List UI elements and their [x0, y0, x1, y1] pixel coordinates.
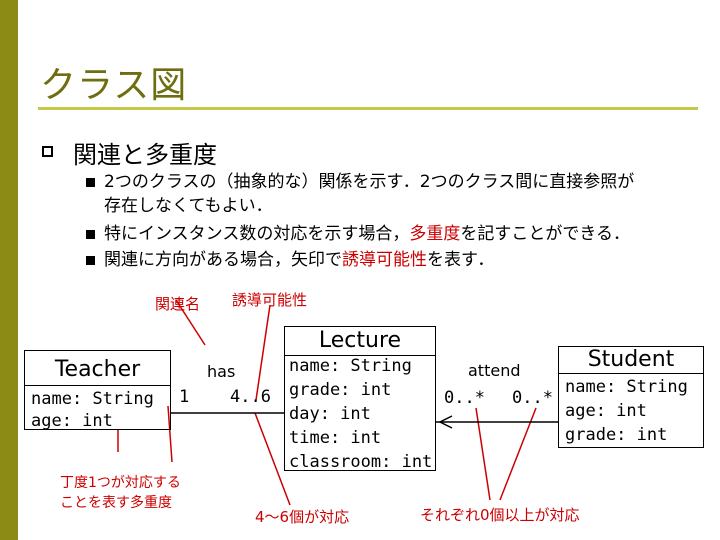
- bullet-3-post: を表す．: [427, 250, 495, 270]
- lecture-class-name: Lecture: [318, 328, 402, 353]
- lecture-attr-day: day: int: [289, 404, 371, 424]
- note-one-pointer: [167, 405, 173, 463]
- assoc-name-pointer: [175, 299, 206, 346]
- student-attr-age: age: int: [565, 401, 647, 421]
- note-many: それぞれ0個以上が対応: [420, 506, 580, 524]
- note-one-line-1: 丁度1つが対応する: [60, 475, 181, 491]
- lecture-attr-time: time: int: [289, 428, 382, 448]
- assoc-attend-mult-left: 0..*: [444, 388, 485, 408]
- note-range-pointer: [254, 412, 291, 506]
- navigability-pointer: [255, 304, 271, 401]
- bullet-3-pre: 関連に方向がある場合，矢印で: [104, 250, 342, 270]
- side-bar: [0, 0, 18, 540]
- teacher-divider: [25, 385, 170, 386]
- note-range: 4～6個が対応: [255, 508, 350, 526]
- bullet-2: 特にインスタンス数の対応を示す場合，多重度を記すことができる．: [104, 222, 630, 246]
- assoc-has-name: has: [207, 362, 236, 381]
- bullet-1-line-2: 存在しなくてもよい．: [104, 196, 273, 216]
- lecture-divider: [285, 355, 435, 356]
- navigability-arrow-icon: [438, 415, 453, 429]
- bullet-2-highlight: 多重度: [409, 224, 461, 244]
- bullet-2-pre: 特にインスタンス数の対応を示す場合，: [104, 224, 410, 244]
- assoc-name-label: 関連名: [155, 295, 201, 313]
- assoc-attend-name: attend: [468, 361, 521, 380]
- note-many-pointer-left: [475, 407, 491, 501]
- bullet-square-icon: [42, 146, 53, 157]
- note-many-pointer-right: [499, 407, 537, 501]
- note-one-line-2: ことを表す多重度: [60, 495, 172, 511]
- bullet-1-line-1: 2つのクラスの（抽象的な）関係を示す．2つのクラス間に直接参照が: [104, 172, 635, 192]
- title-underline: [38, 107, 698, 110]
- assoc-attend-mult-right: 0..*: [512, 388, 553, 408]
- teacher-class-name: Teacher: [54, 357, 141, 382]
- student-attr-name: name: String: [565, 377, 688, 397]
- lecture-attr-name: name: String: [289, 356, 412, 376]
- navigability-label: 誘導可能性: [232, 291, 308, 309]
- bullet-icon: [86, 178, 95, 187]
- teacher-attr-age: age: int: [31, 411, 113, 431]
- teacher-attr-name: name: String: [31, 389, 154, 409]
- section-heading: 関連と多重度: [73, 141, 217, 169]
- student-class-box: Student name: String age: int grade: int: [558, 346, 704, 448]
- student-attr-grade: grade: int: [565, 425, 668, 445]
- student-divider: [559, 373, 703, 374]
- teacher-class-box: Teacher name: String age: int: [24, 350, 171, 431]
- assoc-has-mult-left: 1: [179, 387, 190, 407]
- slide-title: クラス図: [40, 65, 188, 106]
- assoc-has-mult-right: 4..6: [230, 387, 271, 407]
- student-class-name: Student: [587, 347, 675, 372]
- bullet-3: 関連に方向がある場合，矢印で誘導可能性を表す．: [104, 248, 494, 272]
- bullet-3-highlight: 誘導可能性: [342, 250, 427, 270]
- lecture-class-box: Lecture name: String grade: int day: int…: [284, 326, 436, 472]
- bullet-icon: [86, 230, 95, 239]
- bullet-icon: [86, 256, 95, 265]
- lecture-attr-grade: grade: int: [289, 380, 392, 400]
- bullet-2-post: を記すことができる．: [460, 224, 630, 244]
- lecture-attr-classroom: classroom: int: [289, 452, 433, 472]
